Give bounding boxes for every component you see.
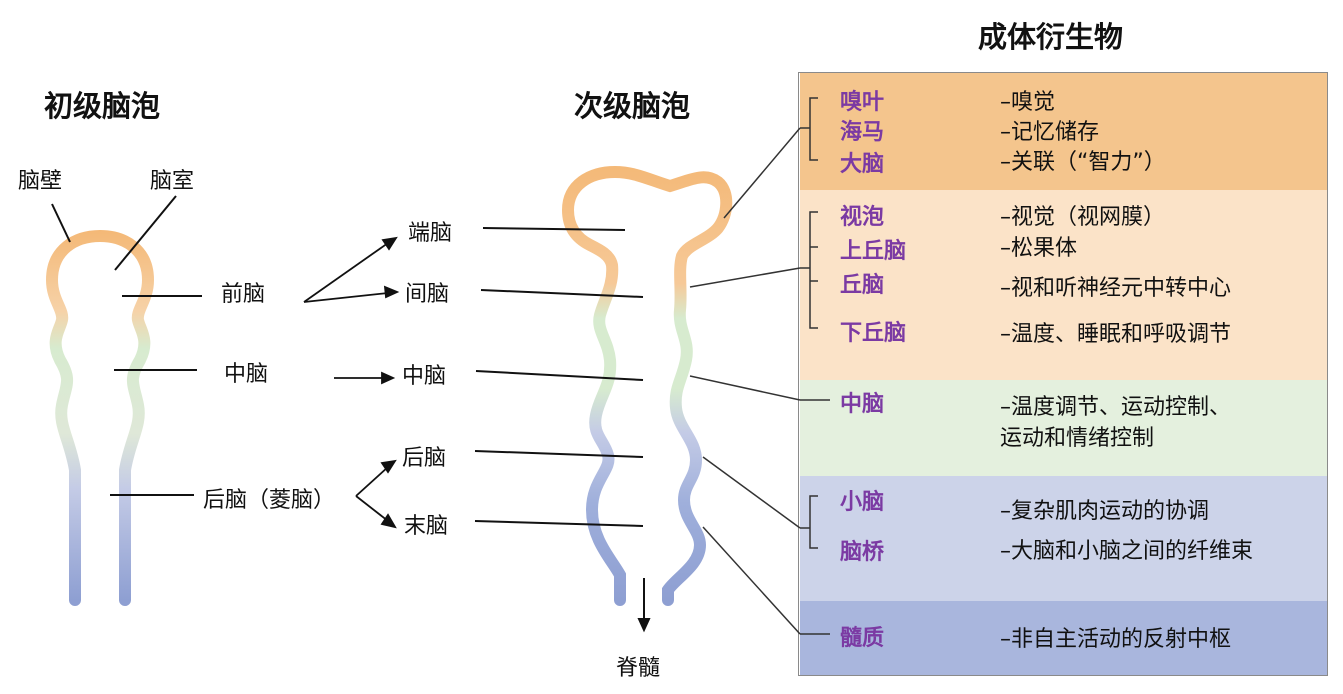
function-fiber-tract: –大脑和小脑之间的纤维束 bbox=[1000, 539, 1254, 564]
primary-vesicle-title: 初级脑泡 bbox=[44, 89, 161, 123]
structure-pons: 脑桥 bbox=[840, 540, 885, 565]
forebrain-label: 前脑 bbox=[221, 282, 266, 307]
secondary-vesicle-shape bbox=[561, 165, 733, 606]
function-regulation: –温度、睡眠和呼吸调节 bbox=[1000, 322, 1232, 347]
hindbrain-label: 后脑（菱脑） bbox=[203, 488, 336, 513]
secondary-vesicle-title: 次级脑泡 bbox=[574, 89, 691, 123]
diencephalon-label: 间脑 bbox=[405, 282, 450, 307]
panel-connectors bbox=[689, 97, 830, 635]
adult-derivatives-panel bbox=[798, 72, 1328, 676]
function-relay: –视和听神经元中转中心 bbox=[1000, 276, 1232, 301]
function-midbrain-line2: 运动和情绪控制 bbox=[1000, 426, 1155, 451]
spinal-cord-arrow bbox=[637, 578, 651, 633]
ventricle-label: 脑室 bbox=[150, 169, 195, 194]
structure-midbrain: 中脑 bbox=[840, 392, 885, 417]
band-myelencephalon bbox=[800, 601, 1327, 675]
band-mesencephalon bbox=[800, 380, 1327, 476]
function-vision: –视觉（视网膜） bbox=[1000, 205, 1166, 230]
structure-medulla: 髓质 bbox=[840, 626, 885, 651]
structure-cerebellum: 小脑 bbox=[840, 490, 885, 515]
secondary-leader-lines bbox=[474, 227, 644, 527]
structure-optic-vesicle: 视泡 bbox=[840, 205, 885, 230]
structure-hippocampus: 海马 bbox=[840, 120, 885, 145]
transition-arrows bbox=[303, 236, 400, 529]
band-metencephalon bbox=[800, 476, 1327, 601]
primary-vesicle-shape bbox=[45, 229, 155, 606]
band-telencephalon bbox=[800, 73, 1327, 190]
spinal-cord-label: 脊髓 bbox=[616, 656, 661, 681]
midbrain-label: 中脑 bbox=[224, 362, 269, 387]
myelencephalon-label: 末脑 bbox=[404, 514, 449, 539]
mesencephalon-label: 中脑 bbox=[402, 364, 447, 389]
structure-hypothalamus: 下丘脑 bbox=[840, 321, 907, 346]
function-memory: –记忆储存 bbox=[1000, 120, 1100, 145]
metencephalon-label: 后脑 bbox=[402, 446, 447, 471]
function-pineal: –松果体 bbox=[1000, 236, 1078, 261]
function-association: –关联（“智力”） bbox=[1000, 150, 1166, 175]
structure-cerebrum: 大脑 bbox=[840, 152, 885, 177]
structure-epithalamus: 上丘脑 bbox=[840, 239, 907, 264]
function-smell: –嗅觉 bbox=[1000, 90, 1056, 115]
structure-olfactory-lobe: 嗅叶 bbox=[840, 90, 885, 115]
structure-thalamus: 丘脑 bbox=[840, 273, 885, 298]
band-diencephalon bbox=[800, 190, 1327, 380]
wall-label: 脑壁 bbox=[18, 169, 63, 194]
function-coordination: –复杂肌肉运动的协调 bbox=[1000, 499, 1210, 524]
function-midbrain-line1: –温度调节、运动控制、 bbox=[1000, 395, 1232, 420]
function-reflex-center: –非自主活动的反射中枢 bbox=[1000, 627, 1232, 652]
primary-leader-lines bbox=[51, 195, 202, 496]
adult-derivatives-title: 成体衍生物 bbox=[978, 20, 1124, 54]
telencephalon-label: 端脑 bbox=[408, 221, 453, 246]
